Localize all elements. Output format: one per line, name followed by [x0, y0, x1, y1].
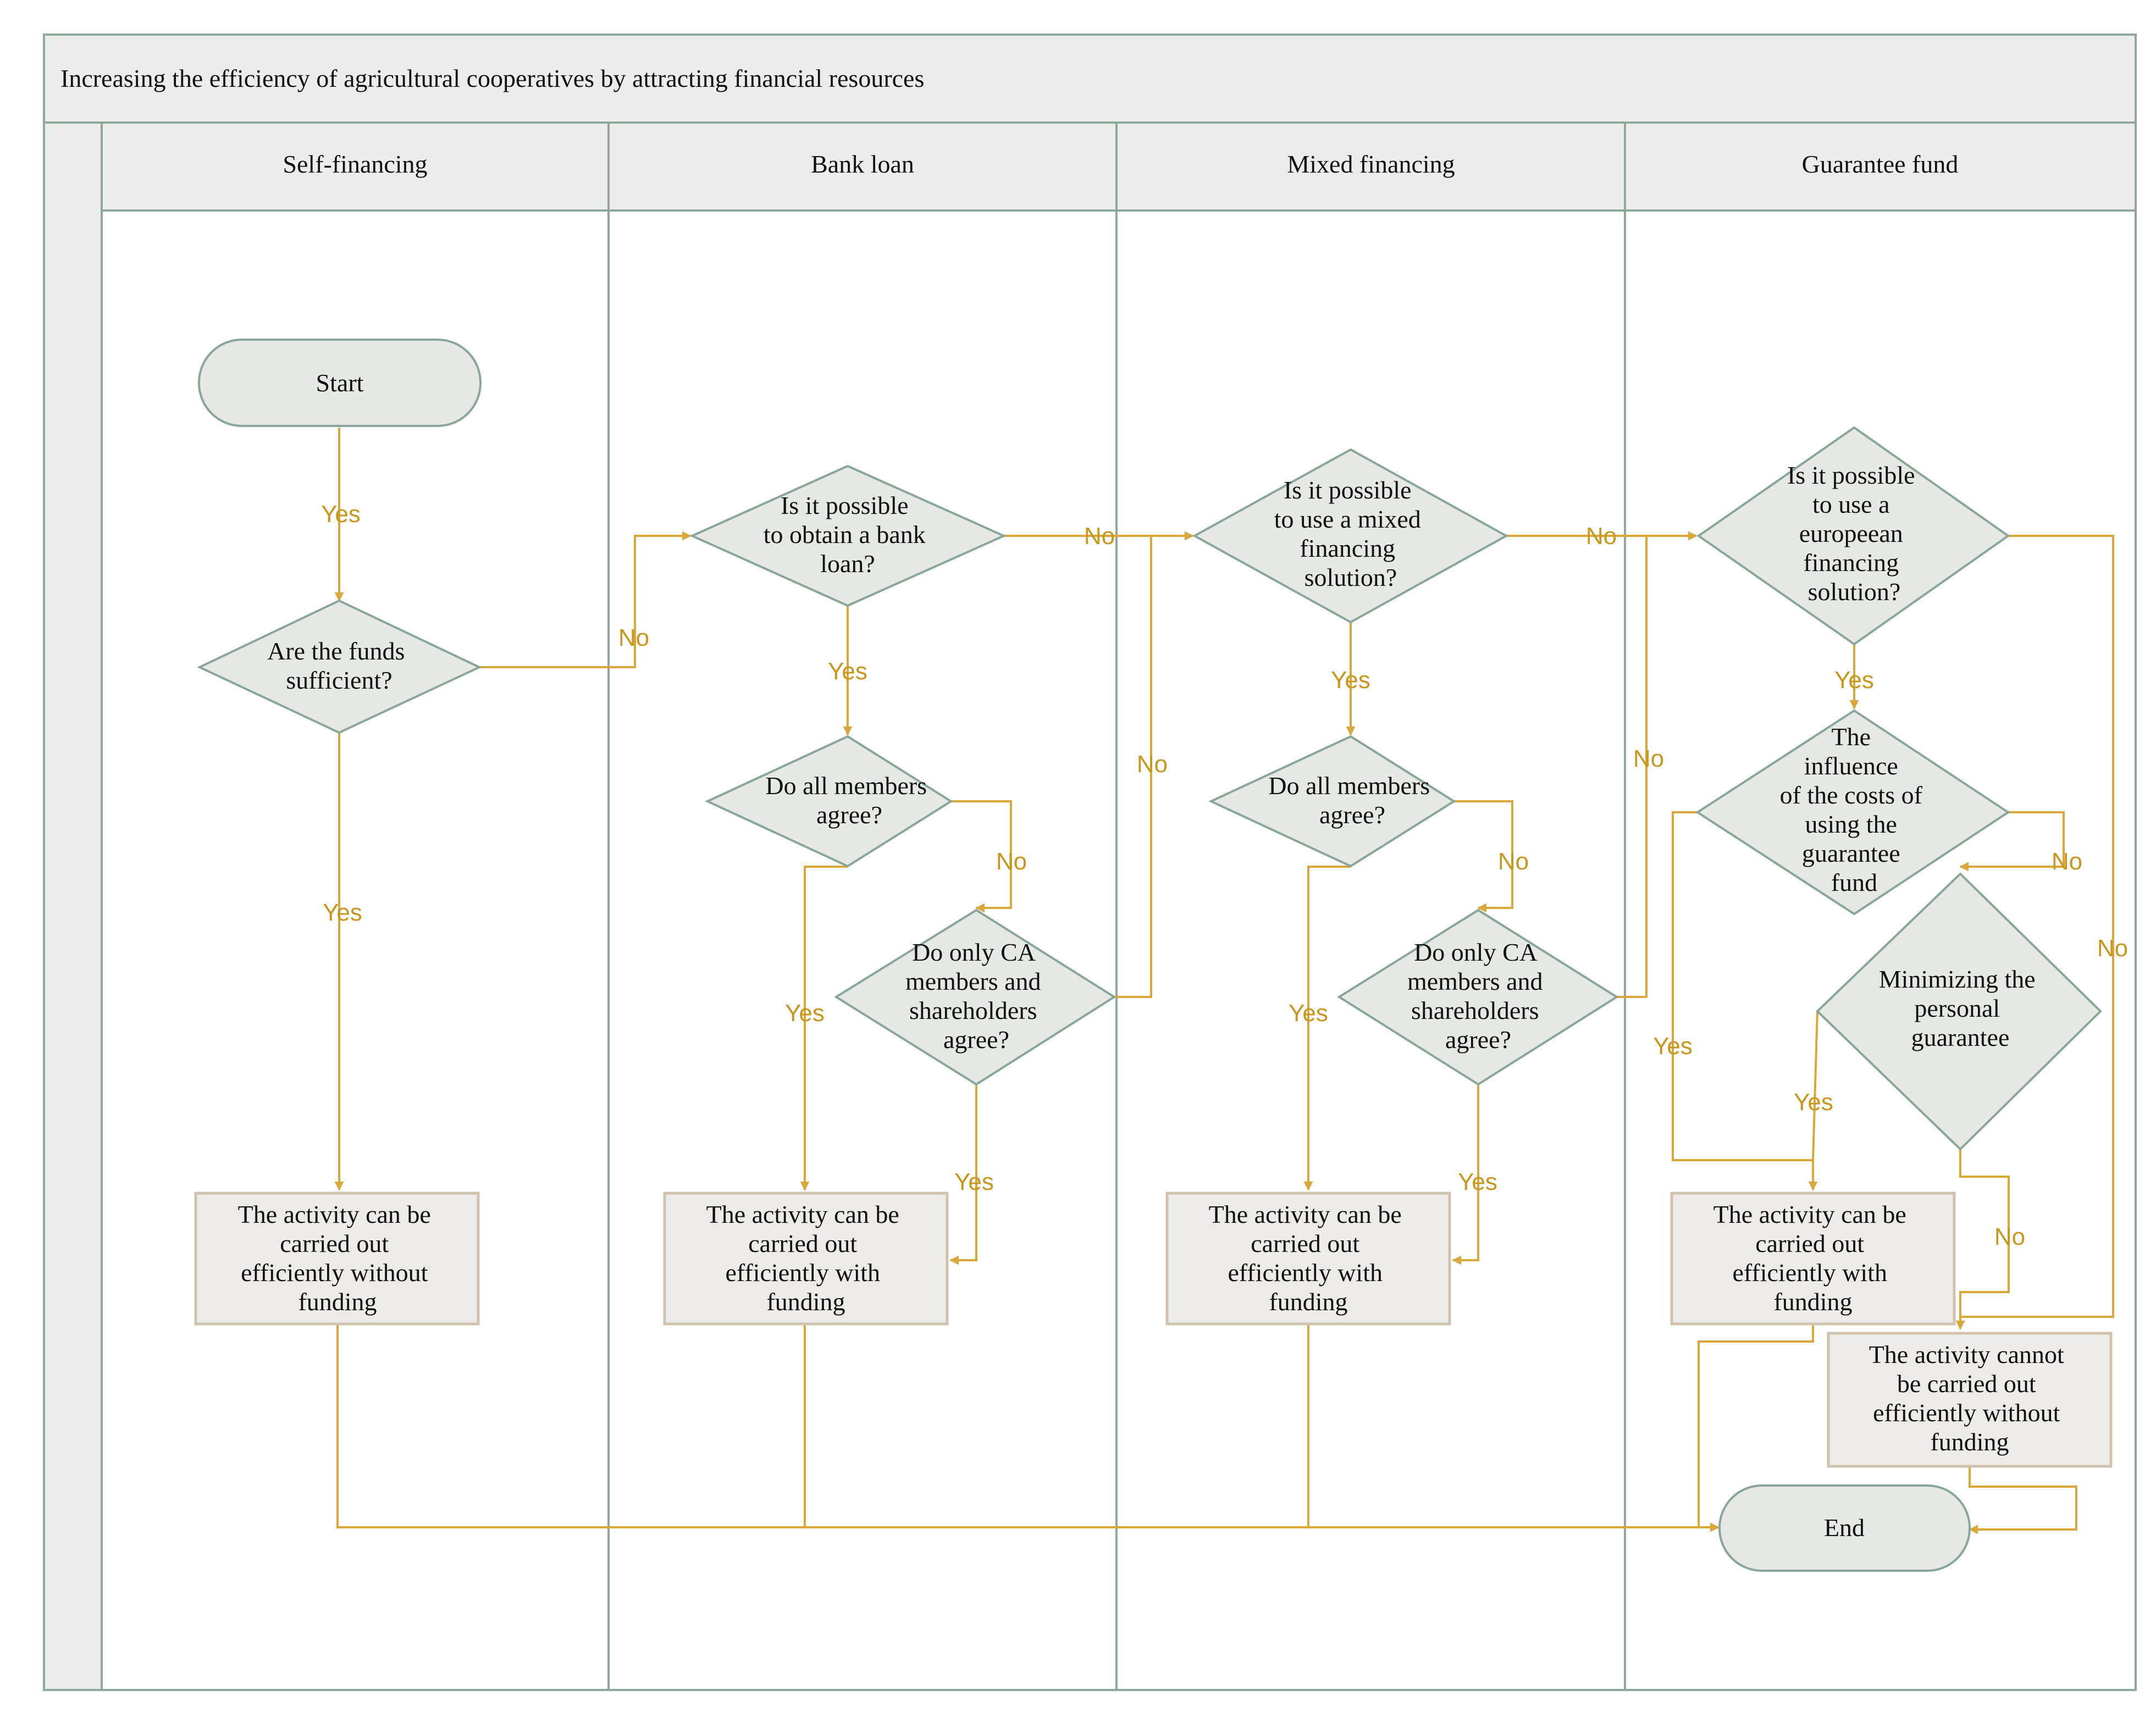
label-no: No: [1586, 523, 1617, 550]
lane-header-bank-loan: Bank loan: [811, 150, 914, 178]
svg-text:Is it possible to use a: Is it possible to use a europeean financ…: [1787, 461, 1921, 606]
label-no: No: [1137, 751, 1168, 778]
label-no: No: [996, 848, 1027, 875]
svg-text:Do all members agree?: Do all members agree?: [1268, 772, 1436, 829]
svg-text:The activity can be carr: The activity can be carried out efficien…: [1209, 1200, 1408, 1316]
lane-header-band: [101, 121, 2137, 212]
label-no: No: [618, 624, 649, 651]
outcome-bank-loan: The activity can be carried out efficien…: [663, 1191, 949, 1326]
label-no: No: [1084, 523, 1115, 550]
label-yes: Yes: [323, 899, 362, 926]
label-yes: Yes: [1331, 667, 1370, 694]
svg-text:The influence of t: The influence of the costs of using the …: [1780, 723, 1929, 896]
svg-text:Are the funds sufficient: Are the funds sufficient?: [267, 637, 411, 694]
label-yes: Yes: [1289, 1000, 1328, 1027]
outcome-cannot-be-carried-out: The activity cannot be carried out effic…: [1827, 1332, 2113, 1468]
decision-bank-all-members-agree: Do all members agree?: [705, 735, 953, 868]
label-yes: Yes: [1834, 667, 1874, 694]
decision-mixed-all-members-agree: Do all members agree?: [1208, 735, 1456, 868]
label-no: No: [2097, 935, 2128, 962]
svg-text:Is it possible to use a: Is it possible to use a mixed financing …: [1274, 476, 1428, 591]
lane-header-guarantee-fund: Guarantee fund: [1802, 150, 1959, 178]
decision-minimize-personal-guarantee: Minimizing the personal guarantee: [1816, 872, 2102, 1151]
decision-bank-loan-possible: Is it possible to obtain a bank loan?: [689, 464, 1007, 607]
pool-side-band: [43, 121, 103, 1691]
end-terminal: End: [1718, 1484, 1971, 1572]
svg-text:Minimizing the personal: Minimizing the personal guarantee: [1879, 965, 2042, 1051]
label-no: No: [1994, 1223, 2025, 1250]
decision-guarantee-fund-costs: The influence of the costs of using the …: [1695, 709, 2010, 916]
svg-text:Do all members agree?: Do all members agree?: [765, 772, 933, 829]
start-label: Start: [316, 369, 364, 397]
decision-funds-sufficient: Are the funds sufficient?: [197, 599, 482, 734]
svg-text:The activity can be carr: The activity can be carried out efficien…: [706, 1200, 906, 1316]
label-no: No: [1633, 745, 1664, 772]
svg-text:The activity can be carr: The activity can be carried out efficien…: [1713, 1200, 1913, 1316]
end-label: End: [1824, 1514, 1865, 1542]
label-no: No: [1498, 848, 1529, 875]
svg-text:The activity cannot be c: The activity cannot be carried out effic…: [1869, 1340, 2071, 1456]
start-terminal: Start: [198, 339, 482, 427]
label-no: No: [2052, 848, 2082, 875]
outcome-self-financing: The activity can be carried out efficien…: [194, 1191, 480, 1326]
connector-labels: Yes Yes No No Yes No Yes Yes No No Yes N…: [321, 501, 2128, 1250]
label-yes: Yes: [954, 1168, 994, 1195]
decision-mixed-possible: Is it possible to use a mixed financing …: [1192, 448, 1509, 624]
label-yes: Yes: [828, 658, 867, 685]
lane-header-self-financing: Self-financing: [283, 150, 427, 178]
diagram-title: Increasing the efficiency of agricultura…: [60, 64, 924, 92]
lane-header-mixed-financing: Mixed financing: [1287, 150, 1455, 178]
label-yes: Yes: [321, 501, 361, 528]
decision-european-financing-possible: Is it possible to use a europeean financ…: [1696, 426, 2010, 646]
decision-mixed-ca-members-agree: Do only CA members and shareholders agre…: [1337, 908, 1619, 1086]
outcome-guarantee-fund: The activity can be carried out efficien…: [1670, 1191, 1956, 1326]
svg-text:Do only CA members and: Do only CA members and shareholders agre…: [1407, 938, 1549, 1054]
svg-text:The activity can be carr: The activity can be carried out efficien…: [238, 1200, 438, 1316]
connectors: [334, 428, 2114, 1534]
svg-text:Do only CA members and: Do only CA members and shareholders agre…: [905, 938, 1047, 1054]
svg-text:Is it possible to obtain: Is it possible to obtain a bank loan?: [764, 491, 932, 578]
label-yes: Yes: [1794, 1089, 1833, 1116]
title-bar: [43, 34, 2137, 124]
outcome-mixed-financing: The activity can be carried out efficien…: [1165, 1191, 1451, 1326]
label-yes: Yes: [1458, 1168, 1497, 1195]
decision-bank-ca-members-agree: Do only CA members and shareholders agre…: [834, 908, 1116, 1086]
label-yes: Yes: [785, 1000, 825, 1027]
label-yes: Yes: [1653, 1033, 1693, 1060]
